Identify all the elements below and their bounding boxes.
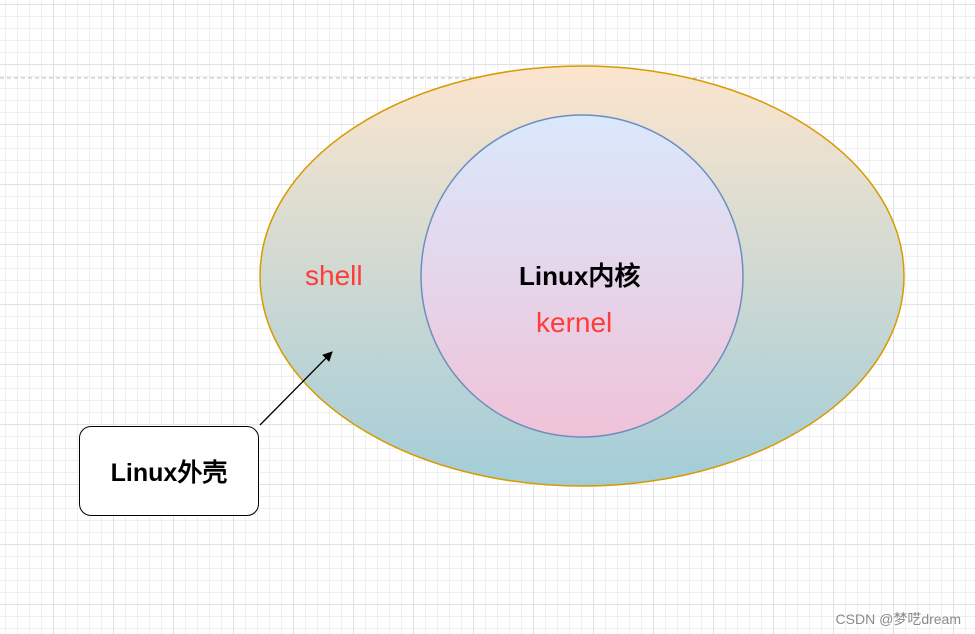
watermark: CSDN @梦呓dream <box>835 611 961 627</box>
shell-label: shell <box>305 260 363 291</box>
callout-label: Linux外壳 <box>110 459 228 487</box>
kernel-label: kernel <box>536 307 613 338</box>
callout-arrow <box>259 351 333 426</box>
linux-shell-callout-box[interactable]: Linux外壳 <box>79 426 259 516</box>
kernel-circle[interactable] <box>420 114 744 438</box>
kernel-title: Linux内核 <box>519 261 641 291</box>
